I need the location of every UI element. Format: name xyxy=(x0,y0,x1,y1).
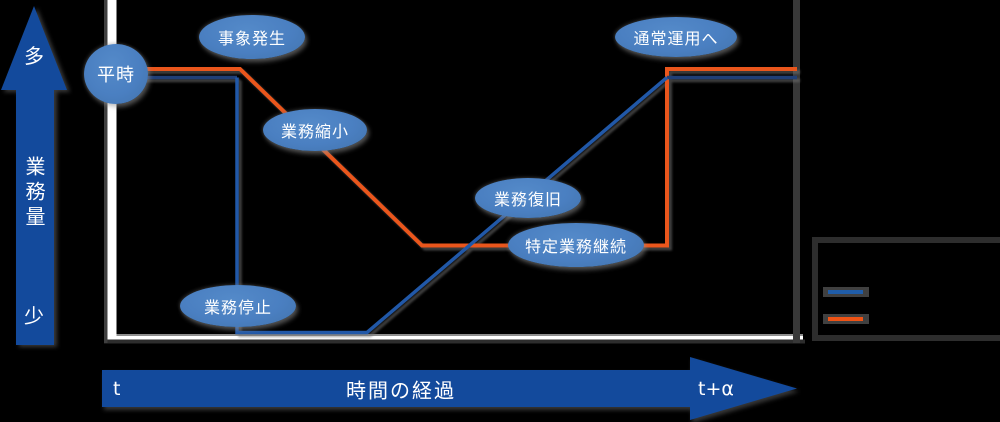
legend-row-blue xyxy=(823,287,869,297)
time-start-label: t xyxy=(113,377,121,400)
time-end-label: t+α xyxy=(698,377,734,400)
bubble-business-stop: 業務停止 xyxy=(180,285,296,327)
y-axis-top-label: 多 xyxy=(24,44,44,68)
x-axis-gray-line xyxy=(104,334,803,337)
bubble-business-reduction: 業務縮小 xyxy=(263,109,367,151)
legend-row-orange xyxy=(823,314,869,324)
time-axis-arrow: t 時間の経過 t+α xyxy=(102,357,797,420)
bubble-business-recovery: 業務復旧 xyxy=(475,178,581,218)
y-axis-line xyxy=(107,0,117,338)
bubble-normal-times: 平時 xyxy=(84,44,148,104)
bubble-back-to-normal-operation: 通常運用へ xyxy=(615,17,737,57)
right-boundary-line xyxy=(793,0,800,343)
orange-series-line xyxy=(113,67,797,248)
y-axis-shadow xyxy=(104,0,108,343)
orange-line-swatch-icon xyxy=(828,317,863,321)
bubble-specific-business-continuity: 特定業務継続 xyxy=(508,223,644,267)
y-axis-bottom-label: 少 xyxy=(24,304,44,328)
x-axis-line xyxy=(104,336,803,340)
y-axis-label: 業務量 xyxy=(22,156,46,231)
blue-line-swatch-icon xyxy=(828,290,863,294)
y-axis-arrow: 多 業務量 少 xyxy=(1,6,67,345)
bubble-incident-occurs: 事象発生 xyxy=(199,15,305,59)
x-axis-shadow xyxy=(104,339,805,344)
legend-box xyxy=(812,237,1000,341)
axes xyxy=(104,0,805,344)
time-axis-label: 時間の経過 xyxy=(346,378,456,402)
